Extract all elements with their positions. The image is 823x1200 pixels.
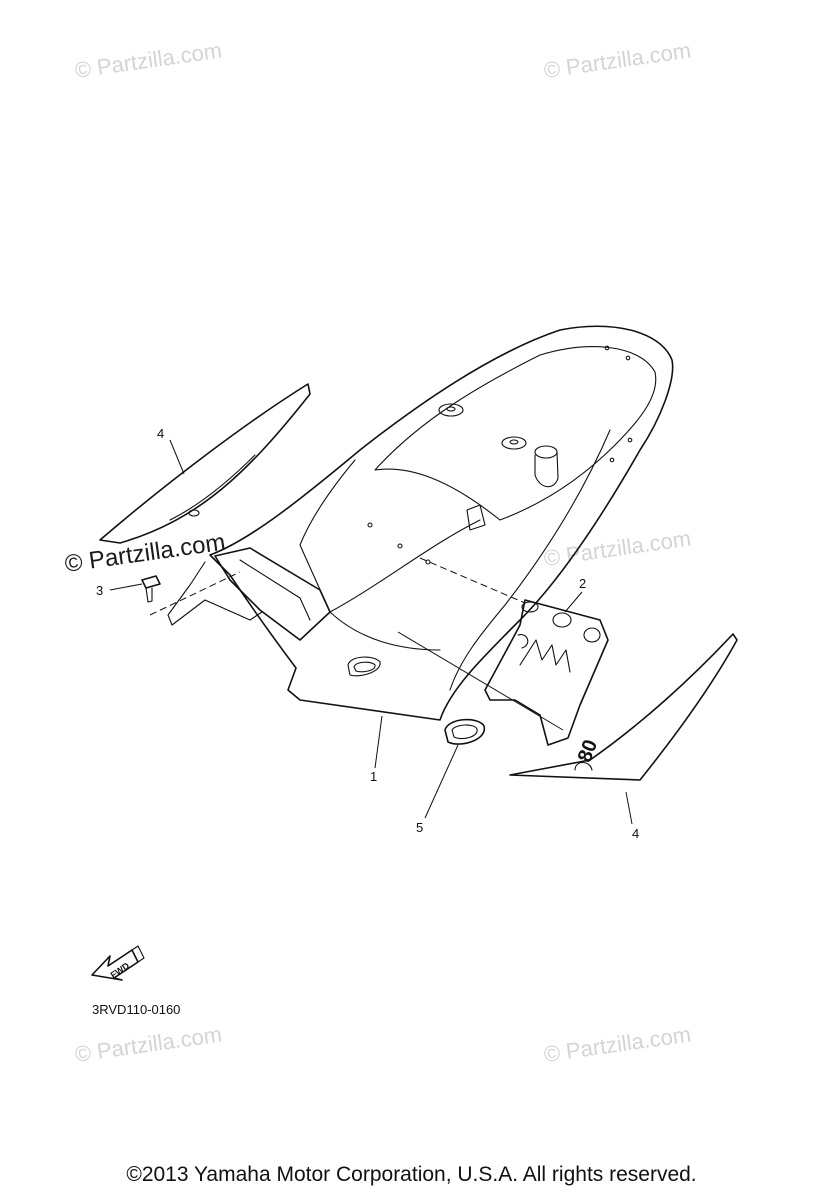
leader-line-3 [109, 583, 143, 591]
watermark-bottom-right: © Partzilla.com [542, 1022, 692, 1067]
leader-line-4-left [169, 439, 185, 475]
watermark-center-right: © Partzilla.com [542, 526, 692, 571]
inner-mud-flap [484, 599, 609, 746]
bolt [141, 575, 161, 603]
side-decal-right: 80 [509, 633, 738, 781]
diagram-code: 3RVD110-0160 [92, 1002, 180, 1017]
leader-line-fender-flap [397, 631, 564, 731]
watermark-top-right: © Partzilla.com [542, 38, 692, 83]
watermark-bottom-left: © Partzilla.com [73, 1022, 223, 1067]
callout-2: 2 [579, 576, 586, 591]
rear-fender [167, 325, 674, 721]
callout-1: 1 [370, 769, 377, 784]
grommet [444, 718, 485, 745]
watermark-top-left: © Partzilla.com [73, 38, 223, 83]
watermark-center-left: © Partzilla.com [63, 529, 227, 578]
assembly-line-bolt [149, 571, 241, 616]
leader-line-1 [374, 715, 383, 769]
leader-line-4-right [625, 791, 633, 825]
callout-4-right: 4 [632, 826, 639, 841]
fwd-arrow-icon: FWD [91, 945, 145, 981]
leader-line-2 [564, 591, 583, 613]
callout-3: 3 [96, 583, 103, 598]
assembly-line-flap [419, 557, 526, 604]
side-decal-left [99, 383, 311, 544]
decal-number-80: 80 [574, 737, 602, 765]
callout-4-left: 4 [157, 426, 164, 441]
callout-5: 5 [416, 820, 423, 835]
copyright-notice: ©2013 Yamaha Motor Corporation, U.S.A. A… [126, 1163, 697, 1186]
leader-line-5 [424, 744, 459, 819]
